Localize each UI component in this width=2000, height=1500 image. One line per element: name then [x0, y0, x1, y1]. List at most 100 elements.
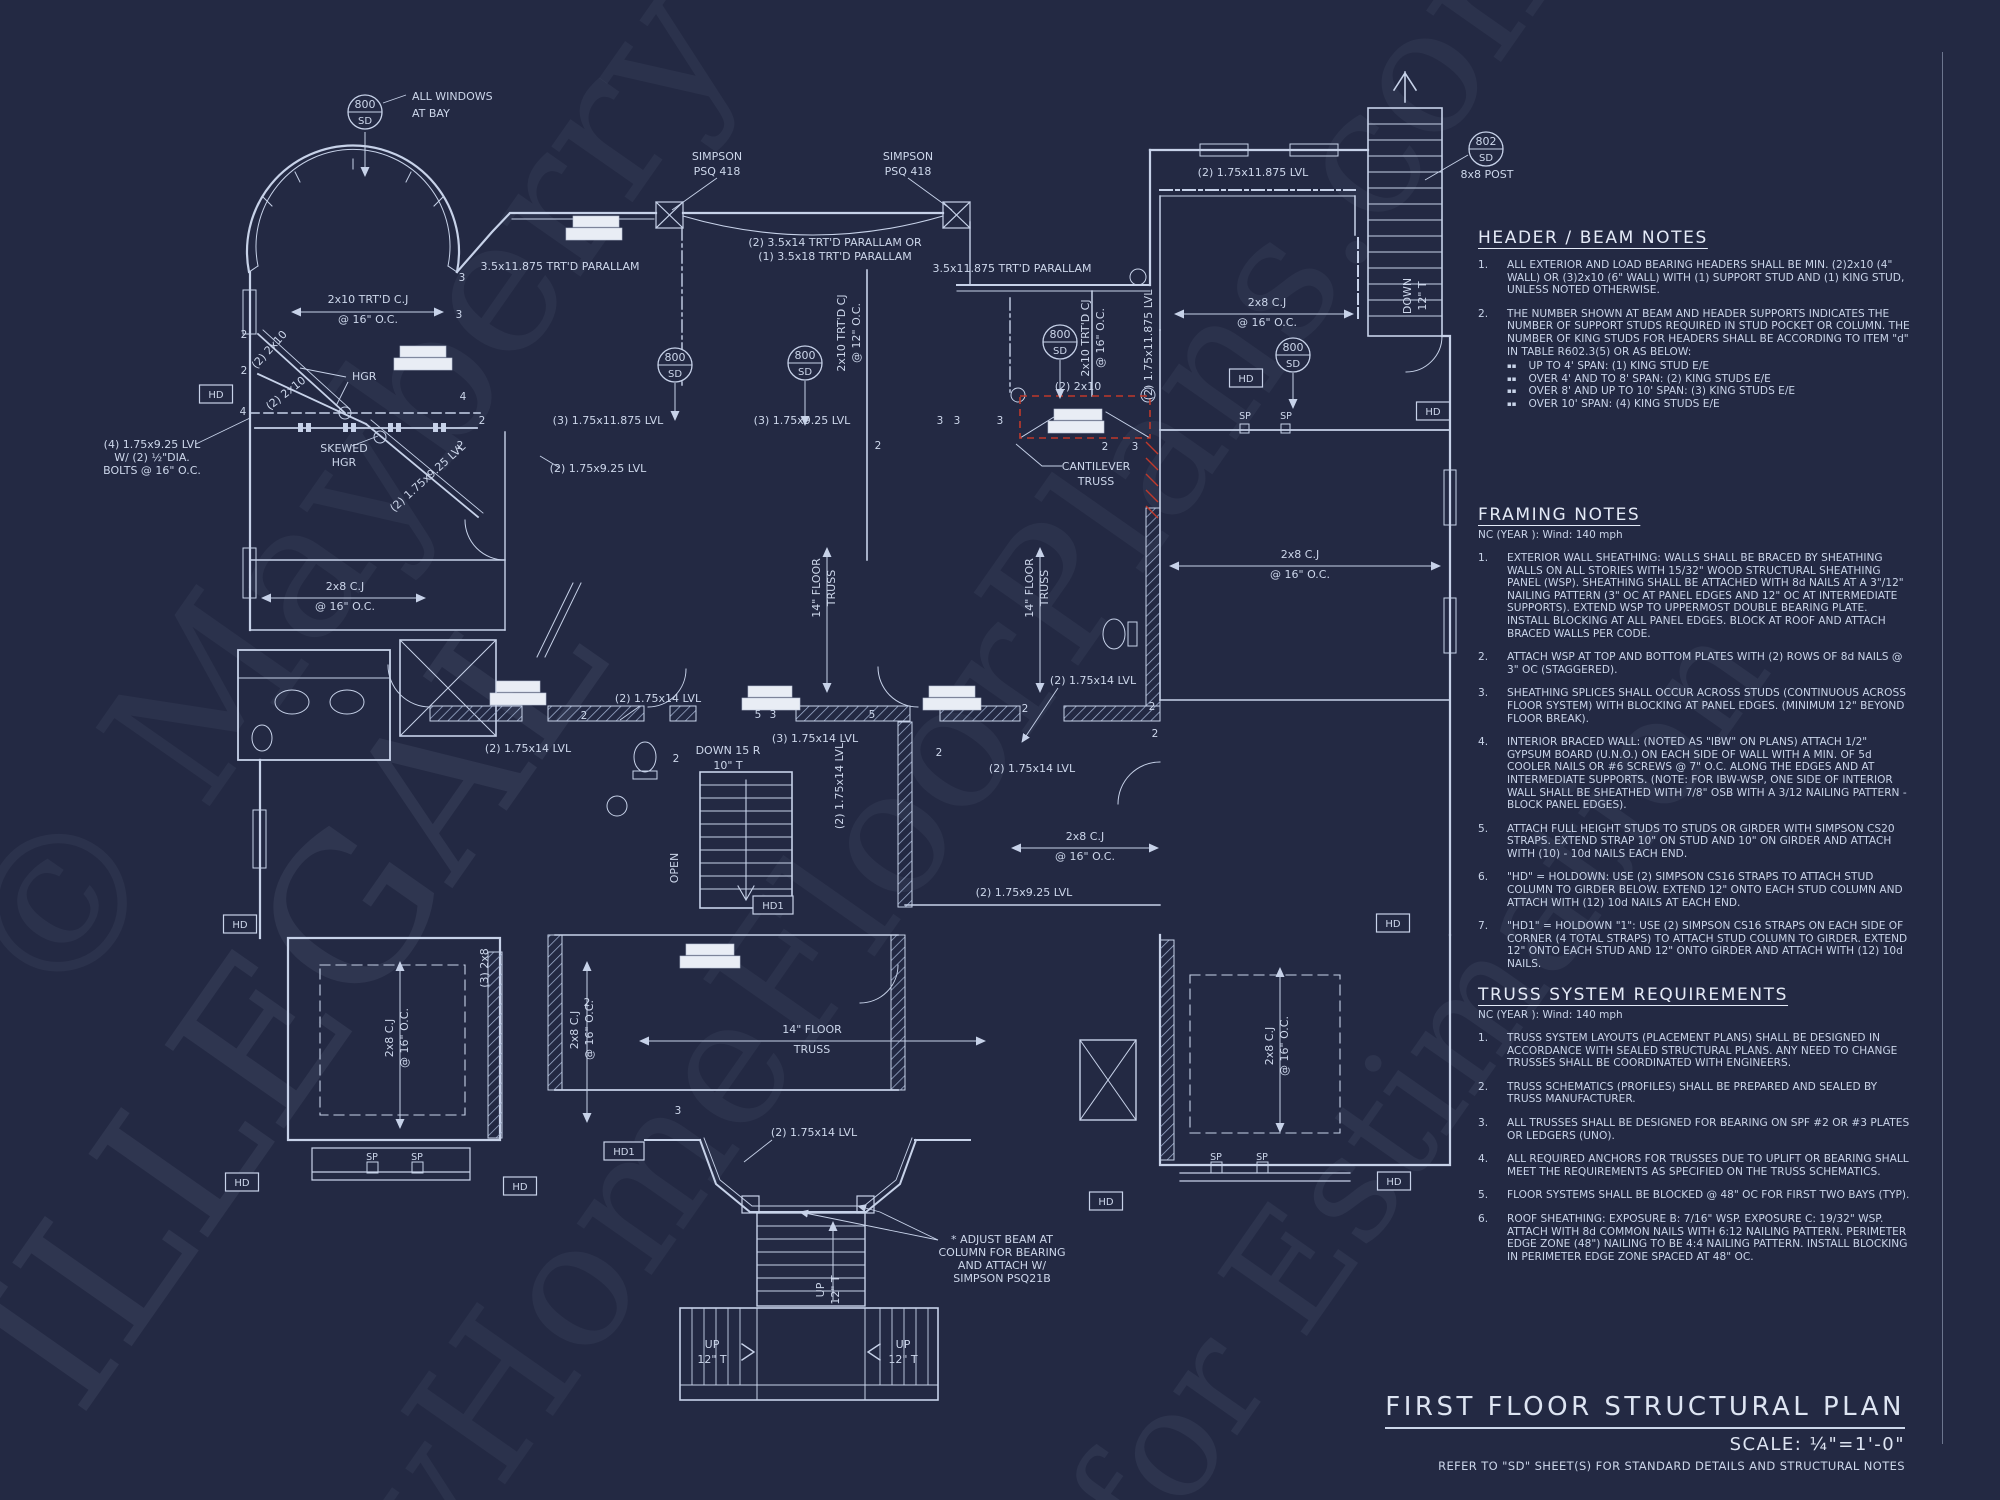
obscured-label-box	[1053, 408, 1103, 421]
svg-text:HD: HD	[208, 390, 224, 401]
svg-text:SD: SD	[1053, 346, 1067, 357]
plan-label: 3.5x11.875 TRT'D PARALLAM	[933, 262, 1092, 275]
note-item: 2.ATTACH WSP AT TOP AND BOTTOM PLATES WI…	[1478, 651, 1903, 676]
plan-label: 2x8 C.J@ 16" O.C.	[315, 580, 375, 613]
note-item: 2.TRUSS SCHEMATICS (PROFILES) SHALL BE P…	[1478, 1080, 1878, 1106]
plan-label: SP	[1210, 1152, 1222, 1163]
obscured-label-box	[741, 697, 801, 711]
plan-label: SP	[366, 1152, 378, 1163]
svg-text:HD1: HD1	[613, 1147, 635, 1158]
note-item: 1.TRUSS SYSTEM LAYOUTS (PLACEMENT PLANS)…	[1478, 1032, 1898, 1070]
sheet-refer-note: REFER TO "SD" SHEET(S) FOR STANDARD DETA…	[1438, 1459, 1905, 1473]
plan-label: (3) 1.75x11.875 LVL	[553, 414, 665, 427]
plan-label: (2) 1.75x9.25 LVL	[976, 886, 1074, 899]
svg-text:HD: HD	[1238, 374, 1254, 385]
note-bullet: ▪▪OVER 10' SPAN: (4) KING STUDS E/E	[1507, 397, 1720, 410]
note-item: 3.SHEATHING SPLICES SHALL OCCUR ACROSS S…	[1478, 687, 1906, 725]
stud-count: 2	[457, 440, 464, 452]
obscured-label-box	[565, 227, 623, 241]
stud-count: 2	[1149, 701, 1156, 713]
framing-notes-subtitle: NC (YEAR ): Wind: 140 mph	[1478, 529, 1623, 541]
plan-label: @ 16" O.C.	[583, 1000, 596, 1060]
plan-label: 12" T	[829, 1275, 842, 1305]
note-item: 4.ALL REQUIRED ANCHORS FOR TRUSSES DUE T…	[1478, 1153, 1909, 1178]
sheet-title: FIRST FLOOR STRUCTURAL PLAN	[1385, 1392, 1905, 1429]
plan-label: @ 16" O.C.	[398, 1008, 411, 1068]
truss-requirements-section: TRUSS SYSTEM REQUIREMENTS NC (YEAR ): Wi…	[1478, 985, 1910, 1274]
plan-label: 2x8 C.J	[1263, 1027, 1276, 1065]
obscured-label-box	[685, 943, 735, 956]
plan-label: (2) 1.75x11.875 LVL	[1142, 289, 1155, 401]
obscured-label-box	[922, 697, 982, 711]
note-item: 5.FLOOR SYSTEMS SHALL BE BLOCKED @ 48" O…	[1478, 1189, 1910, 1202]
plan-label: (2) 1.75x11.875 LVL	[1198, 166, 1310, 179]
header-beam-notes-title: HEADER / BEAM NOTES	[1478, 228, 1708, 248]
holdown-marker: HD	[1376, 1171, 1412, 1191]
plan-label: TRUSS	[825, 570, 838, 607]
svg-text:HD: HD	[1385, 919, 1401, 930]
walls-layer	[237, 71, 1457, 1401]
holdown-marker: HD	[222, 914, 258, 934]
svg-text:800: 800	[795, 349, 816, 362]
note-bullet: ▪▪UP TO 4' SPAN: (1) KING STUD E/E	[1507, 360, 1710, 373]
plan-label: 14" FLOOR	[1023, 558, 1036, 618]
plan-label: @ 16" O.C.	[1094, 308, 1107, 368]
note-item: 7."HD1" = HOLDOWN "1": USE (2) SIMPSON C…	[1478, 920, 1908, 971]
stud-count: 2	[673, 753, 680, 765]
stud-count: 3	[937, 415, 944, 427]
leader-lines	[195, 94, 1469, 1241]
note-item: 1.ALL EXTERIOR AND LOAD BEARING HEADERS …	[1478, 259, 1905, 297]
plan-label: SP	[1280, 411, 1292, 422]
obscured-labels-layer	[393, 215, 1105, 969]
plan-label: 3.5x11.875 TRT'D PARALLAM	[481, 260, 640, 273]
dimension-arrows	[261, 132, 1441, 1300]
note-item: 2.THE NUMBER SHOWN AT BEAM AND HEADER SU…	[1478, 307, 1910, 410]
svg-text:HD: HD	[234, 1178, 250, 1189]
obscured-label-box	[747, 685, 793, 698]
stud-count: 2	[241, 365, 248, 377]
title-block: FIRST FLOOR STRUCTURAL PLAN SCALE: ¼"=1'…	[1385, 1392, 1905, 1473]
plan-label: 12" T	[1416, 281, 1429, 311]
plan-label: 8x8 POST	[1461, 168, 1514, 181]
note-item: 4.INTERIOR BRACED WALL: (NOTED AS "IBW" …	[1478, 736, 1907, 812]
plan-label: 14" FLOOR	[810, 558, 823, 618]
svg-text:800: 800	[665, 351, 686, 364]
stud-count: 2	[1102, 441, 1109, 453]
holdown-marker: HD	[198, 384, 234, 404]
svg-text:SD: SD	[798, 367, 812, 378]
obscured-label-box	[1047, 420, 1105, 434]
obscured-label-box	[489, 692, 547, 706]
svg-text:SD: SD	[358, 116, 372, 127]
plan-label: 2x10 TRT'D CJ	[1079, 299, 1092, 376]
stud-count: 2	[581, 710, 588, 722]
stud-count: 2	[875, 440, 882, 452]
plan-label: 2x10 TRT'D C.J@ 16" O.C.	[328, 293, 409, 326]
svg-text:HD: HD	[232, 920, 248, 931]
stud-count: 3	[770, 709, 777, 721]
plan-label: 2x8 C.J@ 16" O.C.	[1270, 548, 1330, 581]
stud-count: 3	[675, 1105, 682, 1117]
obscured-label-box	[393, 357, 453, 371]
stud-count: 2	[584, 997, 591, 1009]
obscured-label-box	[572, 215, 620, 228]
plan-label: @ 16" O.C.	[1278, 1016, 1291, 1076]
svg-text:800: 800	[1283, 341, 1304, 354]
stud-count: 4	[460, 391, 467, 403]
plan-label: TRUSS	[1038, 570, 1051, 607]
plan-label: (2) 1.75x14 LVL	[833, 742, 846, 829]
sheet-border-line	[1942, 52, 1943, 1444]
svg-text:802: 802	[1476, 135, 1497, 148]
holdown-marker: HD	[224, 1172, 260, 1192]
holdown-marker: HD	[1088, 1191, 1124, 1211]
